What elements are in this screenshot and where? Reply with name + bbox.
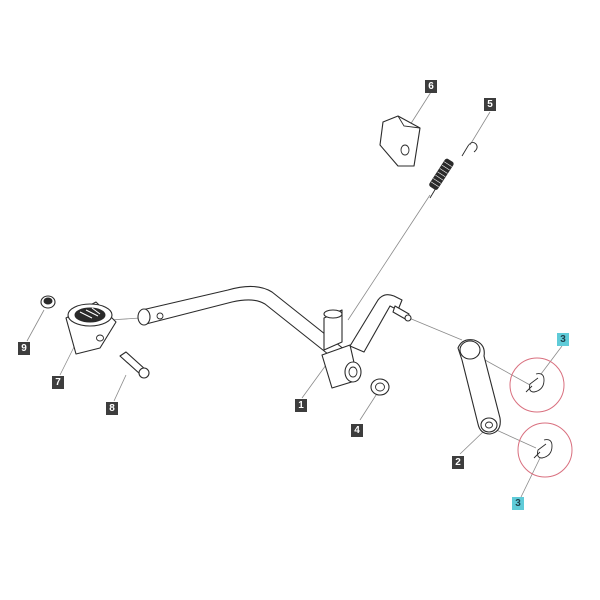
- leader-arm-to-clip-top: [484, 359, 531, 386]
- leader-lines: [26, 91, 563, 498]
- svg-text:2: 2: [455, 457, 461, 468]
- leader-7: [59, 344, 76, 376]
- leader-9: [26, 309, 45, 342]
- leader-arm-to-clip-bottom: [491, 427, 537, 449]
- svg-text:8: 8: [109, 403, 115, 414]
- bracket-part: [379, 115, 421, 167]
- leader-pivot-to-arm: [408, 317, 463, 341]
- leader-spring-to-pedal: [347, 194, 431, 321]
- leader-6: [409, 91, 432, 126]
- leader-3b: [520, 457, 541, 498]
- leader-4: [469, 111, 491, 146]
- svg-text:6: 6: [428, 81, 434, 92]
- pedal-rod-part: [137, 285, 412, 389]
- part-label-2: 2: [452, 456, 464, 469]
- hub-part: [65, 301, 117, 355]
- leader-2: [459, 431, 484, 455]
- svg-text:5: 5: [487, 99, 493, 110]
- leader-1: [301, 364, 327, 399]
- link-arm-part: [457, 339, 501, 435]
- leader-3a: [540, 345, 563, 375]
- svg-text:3: 3: [560, 334, 566, 345]
- clip-part-top: [525, 373, 545, 393]
- part-label-6: 6: [425, 80, 437, 93]
- svg-text:9: 9: [21, 343, 27, 354]
- highlight-circle-clip-bottom: [517, 422, 573, 478]
- bolt-part: [119, 351, 150, 379]
- leader-5: [359, 391, 379, 421]
- svg-text:4: 4: [354, 425, 360, 436]
- svg-text:7: 7: [55, 377, 61, 388]
- leader-hub-to-pedal: [109, 317, 141, 321]
- part-label-1: 1: [295, 399, 307, 412]
- leader-8: [113, 374, 127, 402]
- clip-part-bottom: [533, 439, 553, 459]
- spring-part: [429, 141, 478, 199]
- svg-text:3: 3: [515, 498, 521, 509]
- part-label-4: 5: [484, 98, 496, 111]
- highlight-circle-clip-top: [509, 357, 565, 413]
- part-label-9: 9: [18, 342, 30, 355]
- part-label-3-bottom: 3: [512, 497, 524, 510]
- part-label-8: 8: [106, 402, 118, 415]
- part-label-5: 4: [351, 424, 363, 437]
- svg-text:1: 1: [298, 400, 304, 411]
- part-label-7: 7: [52, 376, 64, 389]
- part-label-3-top: 3: [557, 333, 569, 346]
- washer-part: [370, 378, 390, 396]
- nut-part: [40, 295, 56, 309]
